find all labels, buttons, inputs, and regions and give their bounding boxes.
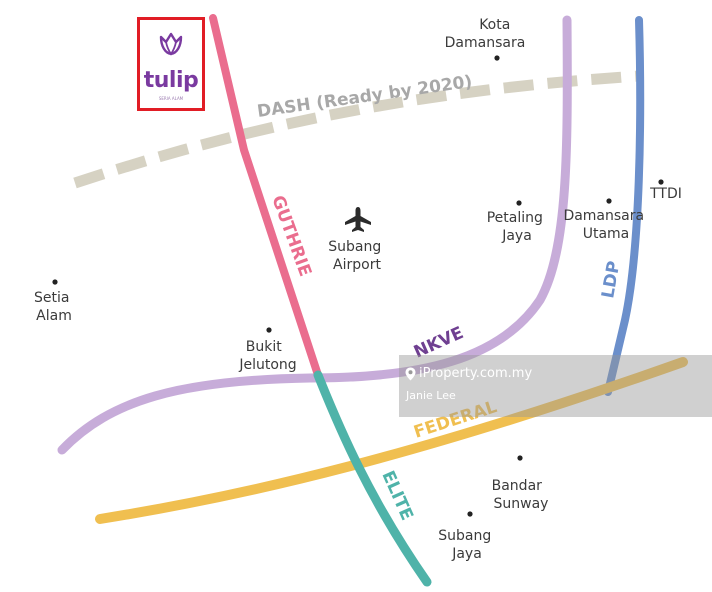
tulip-flower-icon xyxy=(159,32,183,56)
logo-subtext: SERIA ALAM xyxy=(158,96,184,101)
place-subang-airport: Subang Airport xyxy=(328,239,385,273)
road-elite xyxy=(313,370,432,587)
place-dot xyxy=(516,200,522,206)
place-bukit-jelutong: Bukit Jelutong xyxy=(238,339,296,373)
place-subang-jaya: Subang Jaya xyxy=(438,528,495,562)
place-damansara-utama: Damansara Utama xyxy=(563,208,648,242)
road-dash xyxy=(73,70,641,189)
road-nkve xyxy=(57,15,572,455)
road-ldp xyxy=(604,16,645,396)
place-petaling-jaya: Petaling Jaya xyxy=(487,210,548,244)
road-guthrie xyxy=(209,14,322,379)
place-setia-alam: Setia Alam xyxy=(34,290,74,324)
logo-word: tulip xyxy=(143,68,199,93)
watermark-brand: iProperty.com.my xyxy=(419,366,533,381)
airplane-icon xyxy=(345,207,371,232)
place-bandar-sunway: Bandar Sunway xyxy=(492,478,549,512)
road-federal xyxy=(95,357,688,524)
watermark-overlay: iProperty.com.my Janie Lee xyxy=(399,355,712,417)
road-label-ldp: LDP xyxy=(598,260,624,300)
place-dot xyxy=(52,279,58,285)
place-dot xyxy=(606,198,612,204)
place-dot xyxy=(266,327,272,333)
place-dot xyxy=(658,179,664,185)
tulip-logo: tulip SERIA ALAM xyxy=(137,17,205,111)
map-pin-icon xyxy=(405,367,416,381)
place-dot xyxy=(494,55,500,61)
place-kota-damansara: Kota Damansara xyxy=(445,17,526,51)
place-dot xyxy=(517,455,523,461)
place-dot xyxy=(467,511,473,517)
watermark-agent: Janie Lee xyxy=(406,389,456,402)
place-ttdi: TTDI xyxy=(649,186,682,202)
